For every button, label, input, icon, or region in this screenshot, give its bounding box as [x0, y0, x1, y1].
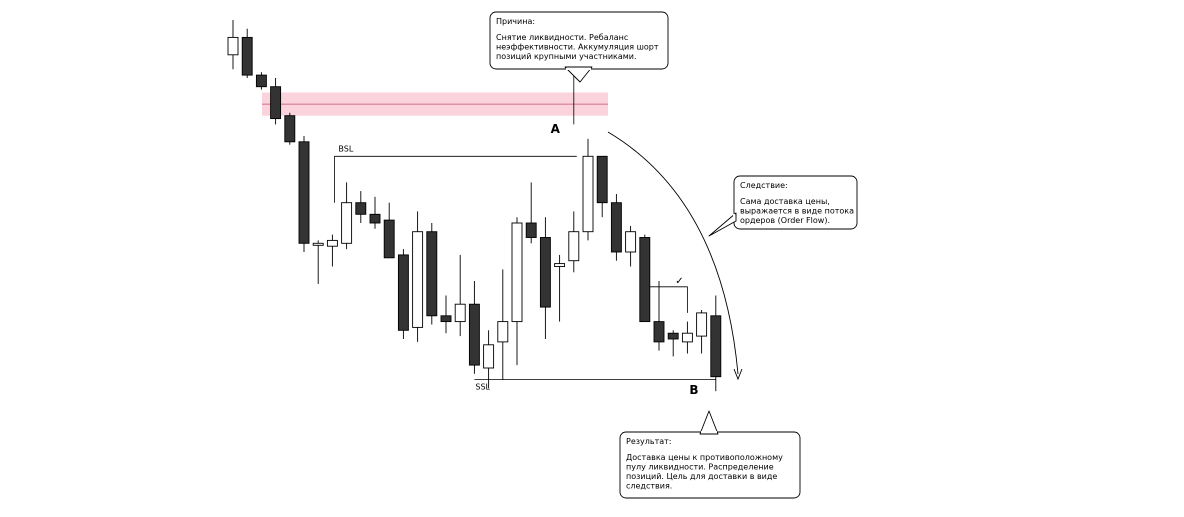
- candle-body: [426, 231, 438, 317]
- candle-body: [454, 303, 466, 323]
- candle-body: [625, 231, 637, 253]
- candle-body: [284, 115, 296, 143]
- result-callout-line: позиций. Цель для доставки в виде: [626, 472, 777, 481]
- candle-body: [312, 242, 324, 246]
- cause-callout-line: Снятие ликвидности. Ребаланс: [496, 33, 628, 42]
- candle-body: [696, 312, 708, 337]
- effect-callout-tail: [708, 212, 737, 237]
- result-callout-line: следствия.: [626, 482, 672, 491]
- check-bracket: [644, 286, 688, 322]
- candle-body: [412, 231, 424, 328]
- candle-body: [383, 219, 395, 259]
- candle-body: [468, 303, 480, 366]
- candle-body: [369, 213, 381, 224]
- candle-body: [681, 332, 693, 343]
- candle-body: [241, 36, 253, 76]
- candle-body: [497, 321, 509, 343]
- candle-body: [539, 237, 551, 308]
- cause-callout-title: Причина:: [496, 17, 535, 26]
- candle-body: [710, 315, 722, 378]
- effect-callout-line: ордеров (Order Flow).: [740, 216, 830, 225]
- arrow-head: [733, 368, 743, 381]
- point-a-label: A: [551, 122, 561, 136]
- cause-callout-line: неэффективности. Аккумуляция шорт: [496, 43, 659, 52]
- candle-body: [326, 239, 338, 247]
- effect-callout-line: Сама доставка цены,: [740, 197, 830, 206]
- cause-callout-tail: [564, 66, 593, 83]
- candle-body: [227, 36, 239, 56]
- result-callout-line: Доставка цены к противоположному: [626, 453, 783, 462]
- effect-callout-title: Следствие:: [740, 181, 788, 190]
- result-callout-title: Результат:: [626, 437, 671, 446]
- candle-body: [355, 202, 367, 215]
- effect-callout-line: выражается в виде потока: [740, 207, 854, 216]
- candle-body: [511, 222, 523, 323]
- candle-body: [568, 231, 580, 262]
- effect-callout-box: [733, 175, 858, 230]
- candle-body: [525, 222, 537, 238]
- candle-body: [610, 202, 622, 253]
- candle-body: [639, 237, 651, 323]
- candle-body: [667, 332, 679, 340]
- candle-body: [483, 344, 495, 369]
- candle-body: [270, 86, 282, 120]
- candle-body: [596, 155, 608, 204]
- candle-body: [653, 321, 665, 343]
- result-callout-line: пулу ликвидности. Распределение: [626, 463, 774, 472]
- candle-body: [255, 74, 267, 88]
- candle-body: [554, 263, 566, 267]
- candle-body: [397, 254, 409, 331]
- ssl-label: SSL: [475, 383, 490, 392]
- delivery-arc: [607, 131, 739, 375]
- candle-body: [582, 155, 594, 233]
- result-callout-tail: [699, 410, 719, 435]
- cause-callout-line: позиций крупными участниками.: [496, 52, 637, 61]
- bsl-label: BSL: [338, 144, 353, 153]
- check-mark: ✓: [675, 276, 683, 287]
- point-b-label: B: [689, 383, 698, 397]
- candle-body: [440, 315, 452, 323]
- candle-body: [298, 141, 310, 244]
- candle-body: [341, 202, 353, 244]
